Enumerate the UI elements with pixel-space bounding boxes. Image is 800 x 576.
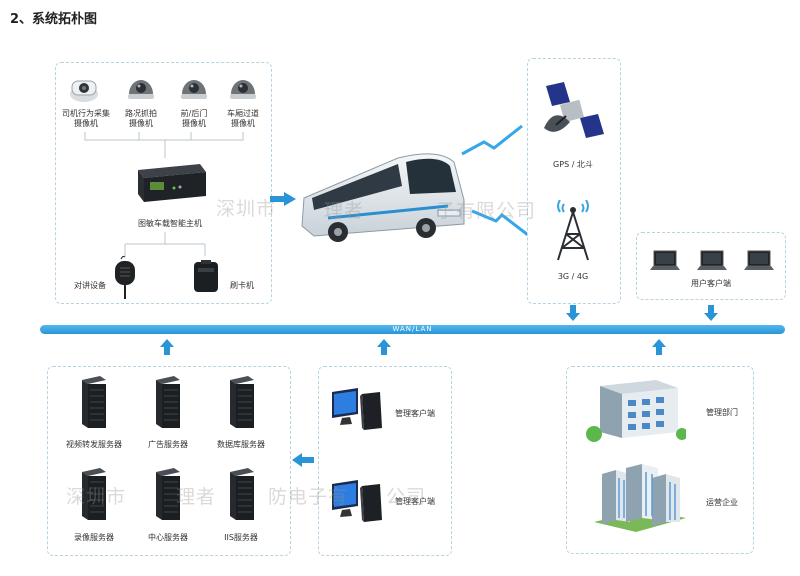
right-arrow-icon xyxy=(270,192,296,206)
watermark: 深圳市 xyxy=(216,198,277,220)
intercom-label: 对讲设备 xyxy=(74,281,106,290)
watermark: 理者 xyxy=(176,486,217,508)
host-label: 图敏车载智能主机 xyxy=(138,219,202,228)
card-reader-icon xyxy=(194,260,218,292)
up-arrow-icon xyxy=(160,339,174,355)
network-panel xyxy=(527,58,621,304)
dome-camera-icon xyxy=(230,80,256,99)
server-rack-icon xyxy=(230,468,254,520)
desktop-computer-icon xyxy=(332,388,382,430)
watermark: 公司 xyxy=(386,486,427,508)
camera-label: 司机行为采集摄像机 xyxy=(62,109,110,128)
watermark: 深圳市 xyxy=(66,486,127,508)
server-label: IIS服务器 xyxy=(224,533,258,542)
box-camera-icon xyxy=(70,80,98,102)
organization-label: 管理部门 xyxy=(706,408,738,417)
dome-camera-icon xyxy=(181,80,207,99)
camera-label: 前/后门摄像机 xyxy=(180,109,208,128)
wireless-signal-icon xyxy=(461,124,523,156)
left-arrow-icon xyxy=(292,453,314,467)
watermark: 理者 xyxy=(324,200,365,222)
server-label: 数据库服务器 xyxy=(217,440,265,449)
down-arrow-icon xyxy=(566,305,580,321)
camera-label: 车厢过道摄像机 xyxy=(227,109,259,128)
server-rack-icon xyxy=(82,468,106,520)
wan-lan-bus: WAN/LAN xyxy=(40,325,785,334)
organization-label: 运营企业 xyxy=(706,498,738,507)
desktop-computer-icon xyxy=(332,480,382,522)
server-rack-icon xyxy=(156,376,180,428)
page-title: 2、系统拓朴图 xyxy=(10,12,98,27)
server-rack-icon xyxy=(156,468,180,520)
server-rack-icon xyxy=(82,376,106,428)
card-reader-label: 刷卡机 xyxy=(230,281,254,290)
server-label: 视频转发服务器 xyxy=(66,440,122,449)
management-client-label: 管理客户端 xyxy=(395,497,435,506)
camera-label: 路况抓拍摄像机 xyxy=(125,109,157,128)
server-label: 录像服务器 xyxy=(74,533,114,542)
cellular-label: 3G / 4G xyxy=(557,272,589,281)
user-client-label: 用户客户端 xyxy=(691,279,731,288)
vehicle-connectors xyxy=(84,132,244,256)
up-arrow-icon xyxy=(377,339,391,355)
dvr-host-icon xyxy=(138,164,206,202)
down-arrow-icon xyxy=(704,305,718,321)
wireless-signal-icon xyxy=(471,209,529,237)
bus-icon xyxy=(301,153,465,242)
satellite-icon xyxy=(544,82,604,138)
server-rack-icon xyxy=(230,376,254,428)
wan-lan-label: WAN/LAN xyxy=(392,325,433,333)
watermark: 防电子有 xyxy=(268,486,349,508)
watermark: 子有限公司 xyxy=(436,200,537,222)
gps-label: GPS / 北斗 xyxy=(553,160,593,169)
up-arrow-icon xyxy=(652,339,666,355)
office-building-icon xyxy=(586,380,686,442)
cell-tower-icon xyxy=(557,200,589,261)
laptop-icon xyxy=(650,250,680,270)
intercom-icon xyxy=(115,255,135,299)
server-label: 中心服务器 xyxy=(148,533,188,542)
office-towers-icon xyxy=(594,464,686,532)
laptop-icon xyxy=(744,250,774,270)
laptop-icon xyxy=(697,250,727,270)
server-label: 广告服务器 xyxy=(148,440,188,449)
dome-camera-icon xyxy=(128,80,154,99)
management-client-label: 管理客户端 xyxy=(395,409,435,418)
